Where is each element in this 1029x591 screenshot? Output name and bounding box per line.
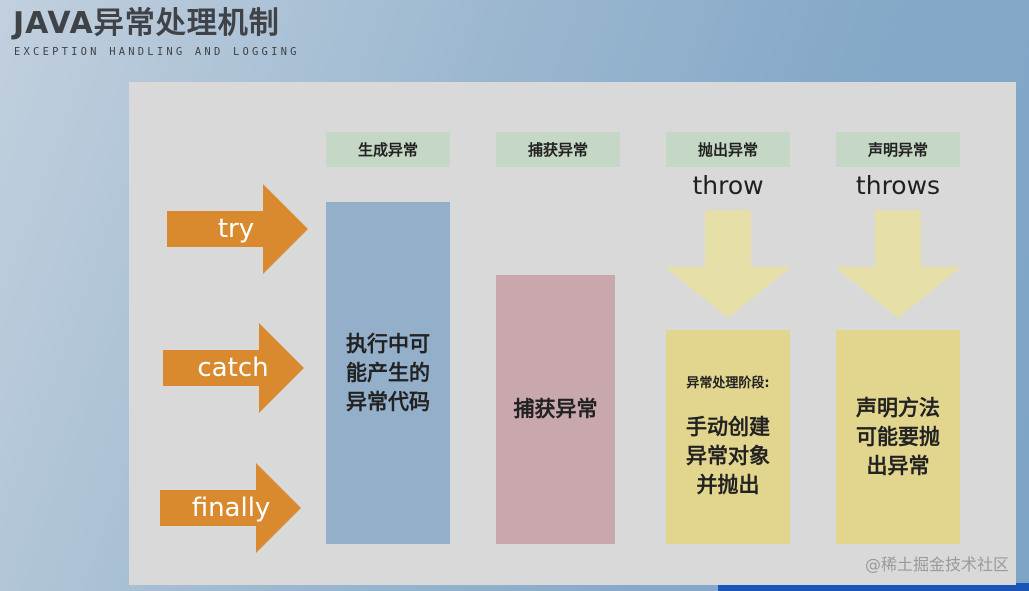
try-label: try (217, 214, 255, 244)
box-line: 可能要抛 (856, 424, 940, 449)
down-arrow-icon (665, 210, 791, 318)
tag-declare-exception: 声明异常 (836, 132, 960, 167)
right-arrow-icon (167, 184, 308, 274)
tag-generate-exception: 生成异常 (326, 132, 450, 167)
box-line: 声明方法 (856, 395, 940, 420)
right-arrow-icon (163, 323, 304, 413)
page-subtitle: EXCEPTION HANDLING AND LOGGING (14, 46, 300, 58)
finally-arrow: finally (160, 463, 301, 553)
diagram-panel: try catch finally 生成异常 捕获异常 抛出异常 声明异常 th… (129, 82, 1016, 585)
box-line: 异常对象 (686, 443, 770, 468)
box-line: 手动创建 (686, 414, 770, 439)
finally-label: finally (191, 493, 271, 523)
blue-accent-bar (718, 583, 1029, 591)
box-text: 捕获异常 (513, 397, 598, 421)
box-line: 异常代码 (346, 389, 430, 414)
catch-exception-box: 捕获异常 (496, 275, 615, 544)
watermark: @稀土掘金技术社区 (864, 555, 1009, 574)
generate-exception-box: 执行中可 能产生的 异常代码 (326, 202, 450, 544)
tag-throw-exception: 抛出异常 (666, 132, 790, 167)
keyword-throws: throws (855, 171, 941, 200)
phase-label: 异常处理阶段: (686, 375, 770, 391)
keyword-throw: throw (692, 171, 764, 200)
try-arrow: try (167, 184, 308, 274)
box-line: 能产生的 (346, 360, 430, 385)
right-arrow-icon (160, 463, 301, 553)
catch-arrow: catch (163, 323, 304, 413)
down-arrow-icon (835, 210, 961, 318)
catch-label: catch (197, 353, 269, 383)
box-line: 执行中可 (346, 331, 430, 356)
page-title: JAVA异常处理机制 (13, 6, 280, 41)
box-line: 出异常 (866, 453, 930, 478)
box-line: 并抛出 (696, 472, 760, 497)
tag-catch-exception: 捕获异常 (496, 132, 620, 167)
throw-exception-box: 异常处理阶段: 手动创建 异常对象 并抛出 (666, 330, 790, 544)
declare-exception-box: 声明方法 可能要抛 出异常 (836, 330, 960, 544)
